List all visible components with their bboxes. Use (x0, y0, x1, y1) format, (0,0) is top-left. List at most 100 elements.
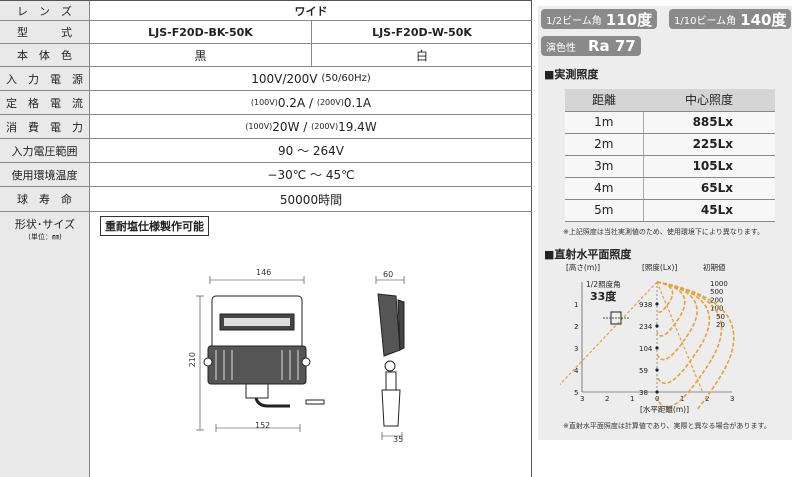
salt-resistant-tag: 重耐塩仕様製作可能 (100, 216, 209, 236)
chart-isolux-label: 20 (716, 321, 725, 329)
row-distance: 2m (565, 133, 644, 156)
row-lux: 45Lx (643, 199, 775, 222)
model-label: 型 式 (0, 21, 90, 43)
lens-label: レ ン ズ (0, 1, 90, 20)
row-lux: 225Lx (643, 133, 775, 156)
row-distance: 1m (565, 111, 644, 134)
lens-row: レ ン ズ ワイド (0, 0, 532, 21)
chart-illum-label: [照度(Lx)] (642, 263, 678, 272)
chart-y-tick: 3 (574, 345, 578, 353)
chart-center-lux: 938 (639, 301, 652, 309)
chart-center-lux: 59 (639, 367, 648, 375)
color-a: 黒 (194, 48, 207, 63)
direct-title: ■直射水平面照度 (544, 248, 632, 261)
shape-label: 形状･サイズ (14, 218, 76, 231)
chart-beam-left (560, 281, 658, 386)
chart-isolux-label: 500 (710, 288, 723, 296)
chart-ylabel: [高さ(m)] (566, 263, 601, 272)
life-row: 球 寿 命 50000時間 (0, 187, 532, 212)
dim-depth-bottom: 35 (393, 435, 404, 444)
lens-value: ワイド (294, 4, 328, 18)
chart-y-tick: 1 (574, 301, 578, 309)
range-row: 入力電圧範囲 90 ～ 264V (0, 139, 532, 163)
power-p1: (100V) (245, 122, 273, 131)
current-value: (100V)0.2A / (200V)0.1A (90, 91, 532, 114)
row-distance: 3m (565, 155, 644, 178)
beam-half-label: 1/2ビーム角 (546, 15, 602, 27)
current-label: 定 格 電 流 (0, 91, 90, 114)
chart-center-lux: 38 (639, 389, 648, 397)
dim-height: 210 (188, 352, 197, 368)
row-lux: 885Lx (643, 111, 775, 134)
beam-tenth-label: 1/10ビーム角 (674, 15, 737, 27)
voltage-row: 入 力 電 源 100V/200V (50/60Hz) (0, 67, 532, 91)
header-center-lux: 中心照度 (643, 89, 775, 112)
dim-width-bottom: 152 (255, 421, 271, 430)
life-value: 50000時間 (279, 192, 343, 207)
chart-isolux-label: 50 (716, 313, 725, 321)
dim-width-top: 146 (256, 268, 272, 277)
color-row: 本 体 色 黒 白 (0, 44, 532, 67)
power-sep: / (299, 119, 312, 134)
front-view-drawing (196, 276, 325, 432)
chart-isolux-curve (656, 281, 674, 313)
chart-y-tick: 5 (574, 389, 578, 397)
chart-x-tick: 3 (580, 395, 584, 403)
half-angle-value: 33度 (590, 290, 617, 303)
chart-x-tick: 2 (705, 395, 709, 403)
power-p2: (200V) (311, 122, 339, 131)
table-note: ※上記照度は当社実測値のため、使用環境下により異なります。 (563, 228, 765, 236)
color-label: 本 体 色 (0, 44, 90, 66)
row-lux: 65Lx (643, 177, 775, 200)
range-value: 90 ～ 264V (277, 144, 344, 158)
chart-center-point (655, 368, 659, 372)
beam-tenth-value: 140度 (740, 10, 787, 29)
ra-value: Ra 77 (588, 37, 636, 55)
chart-xlabel: [水平距離(m)] (640, 405, 690, 414)
chart-y-tick: 4 (574, 367, 579, 375)
row-distance: 4m (565, 177, 644, 200)
table-header-row: 距離 中心照度 (565, 89, 775, 112)
voltage-sub: (50/60Hz) (321, 73, 371, 84)
temp-value: −30℃ ～ 45℃ (267, 168, 355, 182)
model-a: LJS-F20D-BK-50K (148, 25, 253, 39)
side-view-drawing (375, 276, 405, 440)
temp-label: 使用環境温度 (0, 163, 90, 186)
chart-isolux-label: 200 (710, 296, 723, 304)
right-panel (538, 6, 792, 440)
dim-depth-top: 60 (383, 270, 394, 279)
current-p2: (200V) (316, 98, 344, 107)
chart-isolux-curve (656, 281, 723, 408)
current-v2: 0.1A (343, 95, 372, 110)
chart-isolux-curve (656, 281, 711, 385)
voltage-value: 100V/200V (50/60Hz) (90, 67, 532, 90)
model-row: 型 式 LJS-F20D-BK-50K LJS-F20D-W-50K (0, 21, 532, 44)
chart-isolux-label: 1000 (710, 280, 728, 288)
power-value: (100V)20W / (200V)19.4W (90, 115, 532, 138)
range-label: 入力電圧範囲 (0, 139, 90, 162)
chart-isolux-curve (656, 281, 735, 410)
chart-center-lux: 104 (639, 345, 653, 353)
chart-isolux-curve (656, 281, 698, 361)
temp-row: 使用環境温度 −30℃ ～ 45℃ (0, 163, 532, 187)
chart-isolux-label: 100 (710, 305, 723, 313)
shape-label-cell: 形状･サイズ (単位：㎜) (0, 212, 90, 477)
current-v1: 0.2A (277, 95, 306, 110)
measured-title: ■実測照度 (544, 68, 599, 81)
shape-unit: (単位：㎜) (28, 233, 62, 241)
chart-initial-label: 初期値 (703, 263, 726, 272)
chart-center-point (655, 324, 659, 328)
chart-center-point (655, 390, 659, 394)
chart-beam-right (656, 281, 704, 393)
current-row: 定 格 電 流 (100V)0.2A / (200V)0.1A (0, 91, 532, 115)
chart-center-lux: 234 (639, 323, 653, 331)
